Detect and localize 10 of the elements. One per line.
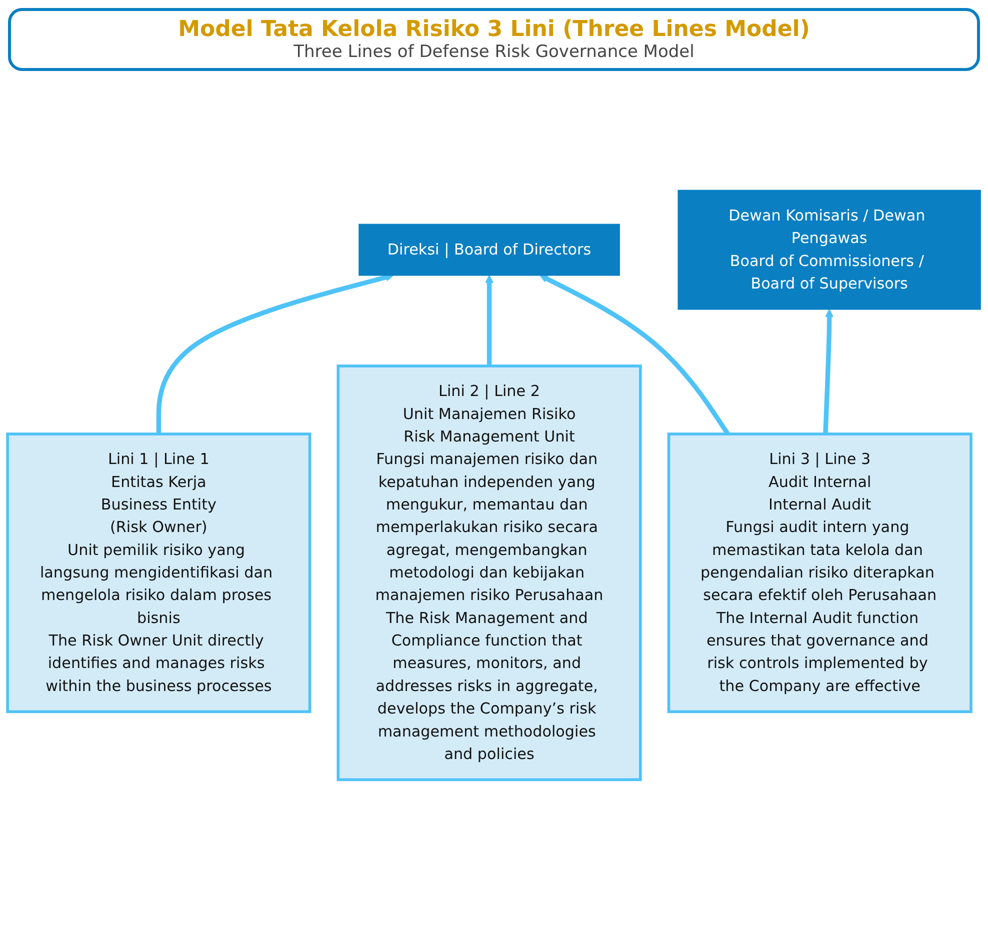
arrow — [156, 273, 394, 434]
node-box: Lini 3 | Line 3 Audit Internal Internal Audit Fungsi audit intern yang memastikan tata kelola dan pengendalian risiko diterapkan secara efektif oleh Perusahaan The Internal Audit function ensures that governance and risk controls implemented by the Company are effective — [667, 432, 972, 714]
arrow — [823, 308, 834, 434]
arrow — [485, 274, 494, 366]
subtitle: Three Lines of Defense Risk Governance Model — [294, 42, 694, 62]
title: Model Tata Kelola Risiko 3 Lini (Three Lines Model) — [178, 17, 810, 42]
node-box: Direksi | Board of Directors — [358, 224, 620, 276]
node-box: Lini 1 | Line 1 Entitas Kerja Business Entity (Risk Owner) Unit pemilik risiko yang langsung mengidentifikasi dan mengelola risiko dalam proses bisnis The Risk Owner Unit directly identifies and manages risks within the business processes — [6, 432, 312, 714]
node-box: Dewan Komisaris / Dewan Pengawas Board of Commissioners / Board of Supervisors — [678, 190, 981, 310]
node-box: Lini 2 | Line 2 Unit Manajemen Risiko Risk Management Unit Fungsi manajemen risiko dan kepatuhan independen yang mengukur, memantau dan memperlakukan risiko secara agregat, mengembangkan metodologi dan kebijakan manajemen risiko Perusahaan The Risk Management and Compliance function that measures, monitors, and addresses risks in aggregate, develops the Company’s risk management methodologies and policies — [336, 364, 642, 782]
